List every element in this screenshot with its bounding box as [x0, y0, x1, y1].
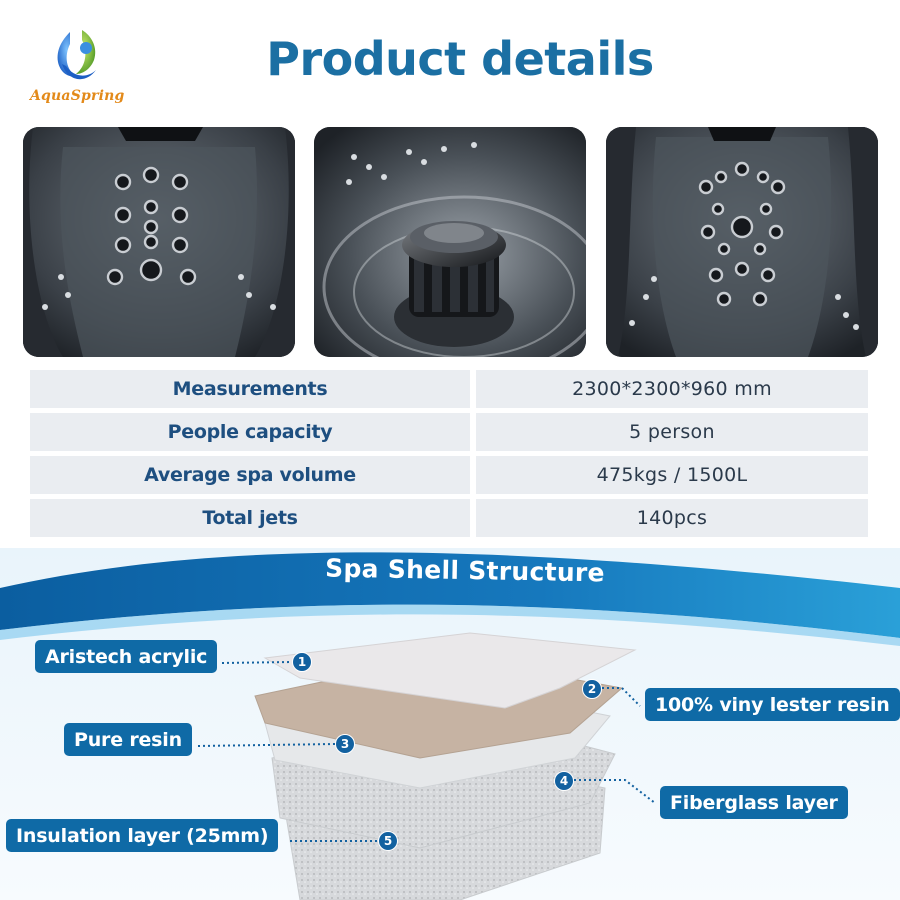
spec-label: Average spa volume — [30, 456, 470, 494]
lounger-jets-photo — [606, 127, 878, 357]
aquaspring-logo: AquaSpring — [22, 26, 132, 118]
spec-value: 2300*2300*960 mm — [476, 370, 868, 408]
spa-lounger-jets-icon — [606, 127, 878, 357]
spec-label: Total jets — [30, 499, 470, 537]
logo-text: AquaSpring — [30, 88, 125, 104]
spec-label: Measurements — [30, 370, 470, 408]
table-row: Total jets 140pcs — [30, 497, 874, 540]
layer-label-vinyl-ester-resin: 100% viny lester resin — [645, 688, 900, 721]
layer-number-badge: 3 — [335, 734, 355, 754]
layer-number-badge: 2 — [582, 679, 602, 699]
table-row: Measurements 2300*2300*960 mm — [30, 368, 874, 411]
spec-table: Measurements 2300*2300*960 mm People cap… — [30, 368, 874, 540]
shell-layers-illustration — [197, 632, 656, 900]
spa-seat-jets-icon — [23, 127, 295, 357]
layer-label-aristech-acrylic: Aristech acrylic — [35, 640, 218, 673]
logo-drop-icon — [57, 30, 96, 80]
filter-cap-photo — [314, 127, 586, 357]
spec-value: 475kgs / 1500L — [476, 456, 868, 494]
spec-value: 5 person — [476, 413, 868, 451]
layer-label-fiberglass: Fiberglass layer — [660, 786, 848, 819]
spec-label: People capacity — [30, 413, 470, 451]
layer-label-insulation: Insulation layer (25mm) — [6, 819, 279, 852]
seat-jets-photo — [23, 127, 295, 357]
spec-value: 140pcs — [476, 499, 868, 537]
layer-label-pure-resin: Pure resin — [64, 723, 192, 756]
spa-filter-cap-icon — [314, 127, 586, 357]
layer-number-badge: 4 — [554, 771, 574, 791]
page-title: Product details — [266, 32, 654, 86]
table-row: Average spa volume 475kgs / 1500L — [30, 454, 874, 497]
layer-number-badge: 5 — [378, 831, 398, 851]
layer-number-badge: 1 — [292, 652, 312, 672]
shell-structure-section: Spa Shell Structure Aristech acrylic — [0, 548, 900, 900]
table-row: People capacity 5 person — [30, 411, 874, 454]
